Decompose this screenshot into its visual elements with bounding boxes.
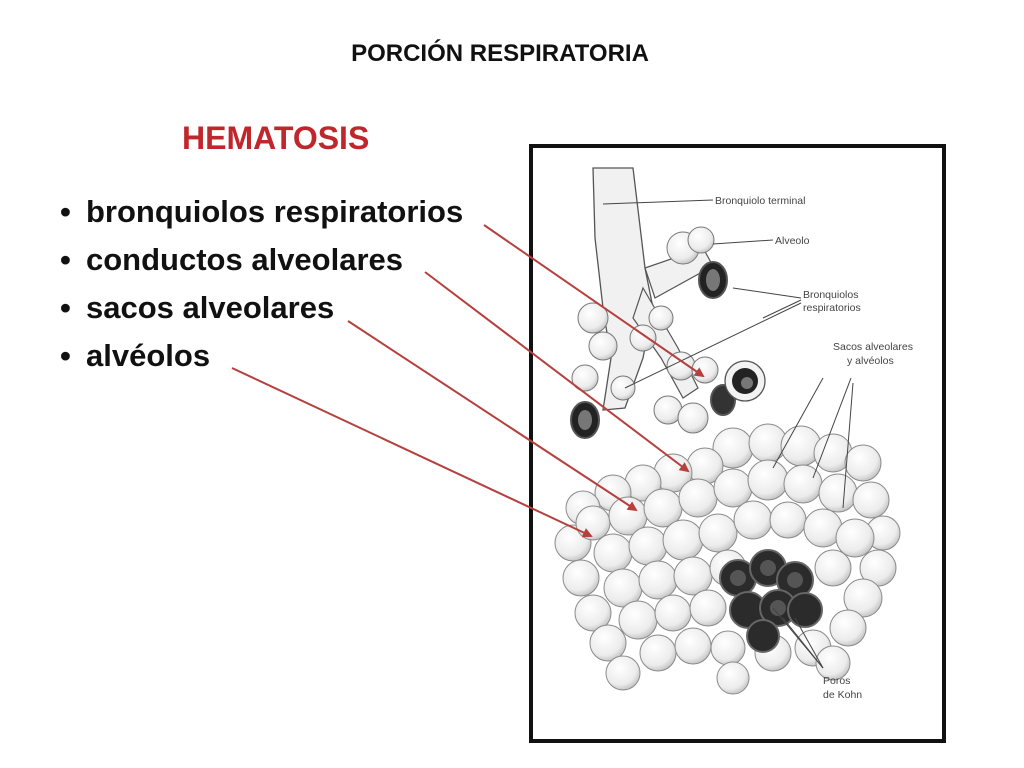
bullet-item: • sacos alveolares [60, 286, 463, 334]
label-poros: Poros [823, 675, 850, 687]
bullet-text: alvéolos [86, 338, 211, 373]
bullet-dot: • [60, 242, 71, 277]
bullet-text: sacos alveolares [86, 290, 335, 325]
label-bronquiolos: Bronquiolos [803, 289, 858, 301]
bullet-item: • bronquiolos respiratorios [60, 190, 463, 238]
bullet-dot: • [60, 194, 71, 229]
label-respiratorios: respiratorios [803, 302, 861, 314]
label-de-kohn: de Kohn [823, 689, 862, 701]
bullet-item: • conductos alveolares [60, 238, 463, 286]
slide-title: PORCIÓN RESPIRATORIA [351, 40, 649, 67]
bullet-text: conductos alveolares [86, 242, 404, 277]
label-sacos-alveolares: Sacos alveolares [833, 341, 913, 353]
cut-alveoli [719, 549, 823, 653]
subtitle-hematosis: HEMATOSIS [182, 120, 370, 156]
bullet-text: bronquiolos respiratorios [86, 194, 464, 229]
alveoli-illustration-frame: Bronquiolo terminal Alveolo Bronquiolos … [529, 144, 946, 743]
label-bronquiolo-terminal: Bronquiolo terminal [715, 195, 805, 207]
bullet-item: • alvéolos [60, 334, 463, 382]
bullet-list: • bronquiolos respiratorios • conductos al… [60, 190, 463, 382]
alveoli-illustration: Bronquiolo terminal Alveolo Bronquiolos … [554, 167, 913, 701]
bullet-dot: • [60, 338, 71, 373]
alveolar-sac-cluster [554, 423, 901, 695]
bullet-dot: • [60, 290, 71, 325]
label-y-alveolos: y alvéolos [847, 355, 894, 367]
label-alveolo: Alveolo [775, 235, 810, 247]
alveolus-group-upper [571, 226, 719, 434]
